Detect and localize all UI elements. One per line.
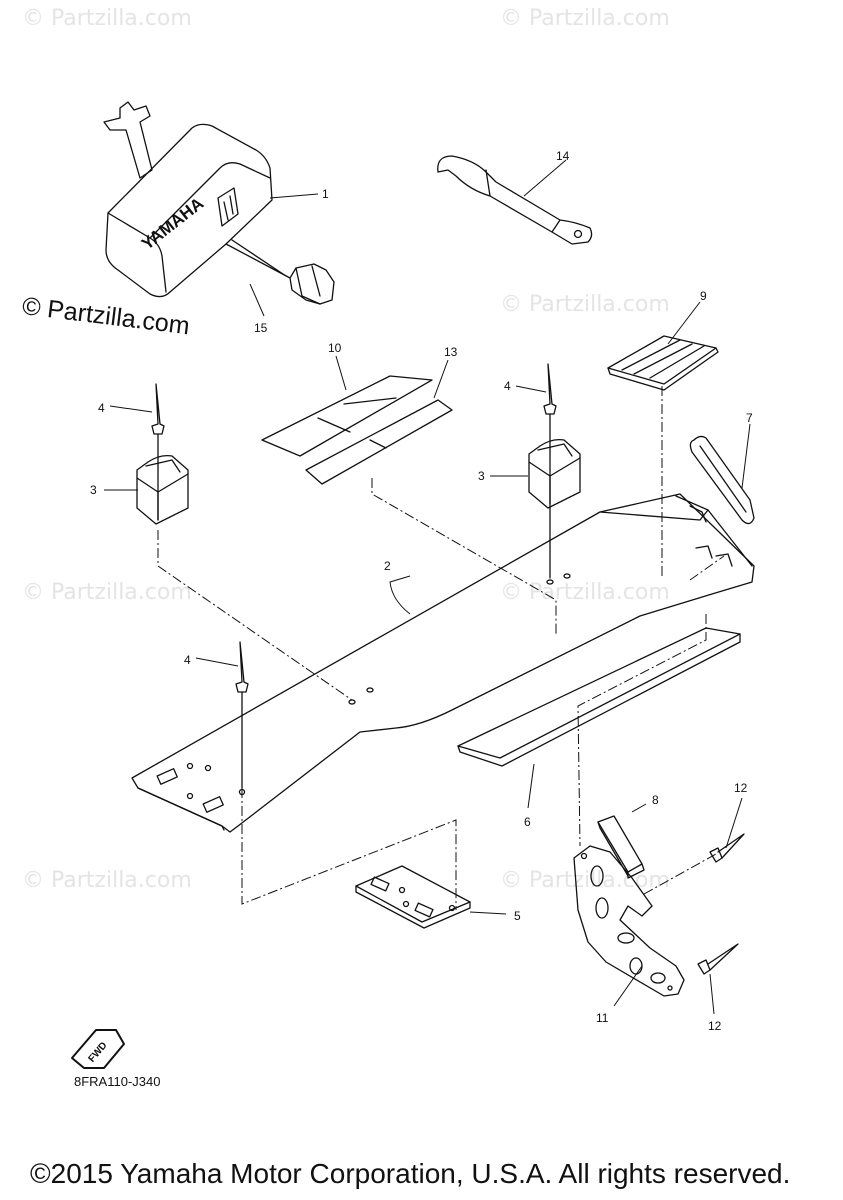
callout-12-lower: 12 (708, 1019, 722, 1033)
seat-cover-part-1 (103, 101, 335, 305)
fwd-label: FWD (87, 1040, 110, 1065)
watermark: © Partzilla.com (500, 292, 670, 317)
pad-part-9 (607, 335, 719, 391)
plate-part-5 (355, 865, 471, 929)
bracket-part-3-right (528, 438, 581, 509)
callout-12-upper: 12 (734, 781, 748, 795)
strip-part-8 (597, 815, 645, 879)
assembly-line (157, 530, 353, 701)
board-part-6 (457, 627, 741, 767)
bracket-part-3-left (136, 454, 189, 525)
callout-10: 10 (328, 341, 342, 355)
watermark: © Partzilla.com (22, 868, 192, 893)
assembly-line (371, 478, 557, 634)
label-part-13 (305, 399, 453, 485)
pin-part-12-lower (697, 943, 739, 975)
assembly-line (643, 853, 717, 895)
rivet-part-4-right (543, 363, 571, 585)
copyright-notice: ©2015 Yamaha Motor Corporation, U.S.A. A… (30, 1158, 791, 1189)
rivet-part-4-left (151, 383, 165, 521)
assembly-line (577, 614, 707, 847)
plate-part-2 (131, 493, 755, 833)
pin-part-12-upper (709, 833, 745, 863)
callout-11: 11 (596, 1011, 609, 1025)
watermark: © Partzilla.com (22, 580, 192, 605)
callout-3-left: 3 (90, 483, 97, 497)
callout-13: 13 (444, 345, 458, 359)
label-part-10 (261, 375, 433, 457)
callout-labels: 1 15 14 9 10 13 7 4 3 4 3 2 4 6 5 8 12 1… (90, 149, 753, 1033)
reference-code: 8FRA110-J340 (74, 1074, 161, 1089)
callout-5: 5 (514, 909, 521, 923)
callout-6: 6 (524, 815, 531, 829)
callout-4-left: 4 (98, 401, 105, 415)
callout-14: 14 (556, 149, 570, 163)
callout-3-right: 3 (478, 469, 485, 483)
callout-1: 1 (322, 187, 329, 201)
watermark: © Partzilla.com (500, 868, 670, 893)
callout-4-right: 4 (504, 379, 511, 393)
watermark: © Partzilla.com (500, 6, 670, 31)
callout-8: 8 (652, 793, 659, 807)
callout-2: 2 (384, 559, 391, 573)
callout-15: 15 (254, 321, 268, 335)
watermark: © Partzilla.com (500, 580, 670, 605)
wrench-part-14 (437, 155, 593, 245)
clip-part-7 (689, 435, 755, 525)
assembly-line (689, 555, 725, 581)
watermark: © Partzilla.com (22, 6, 192, 31)
callout-4-lower: 4 (184, 653, 191, 667)
cover-brand-text: YAMAHA (138, 194, 207, 254)
rivet-part-4-lower (235, 641, 249, 789)
callout-9: 9 (700, 289, 707, 303)
fwd-arrow-icon (71, 1029, 125, 1069)
bracket-part-11 (573, 845, 685, 997)
callout-7: 7 (746, 411, 753, 425)
assembly-line (241, 788, 457, 910)
